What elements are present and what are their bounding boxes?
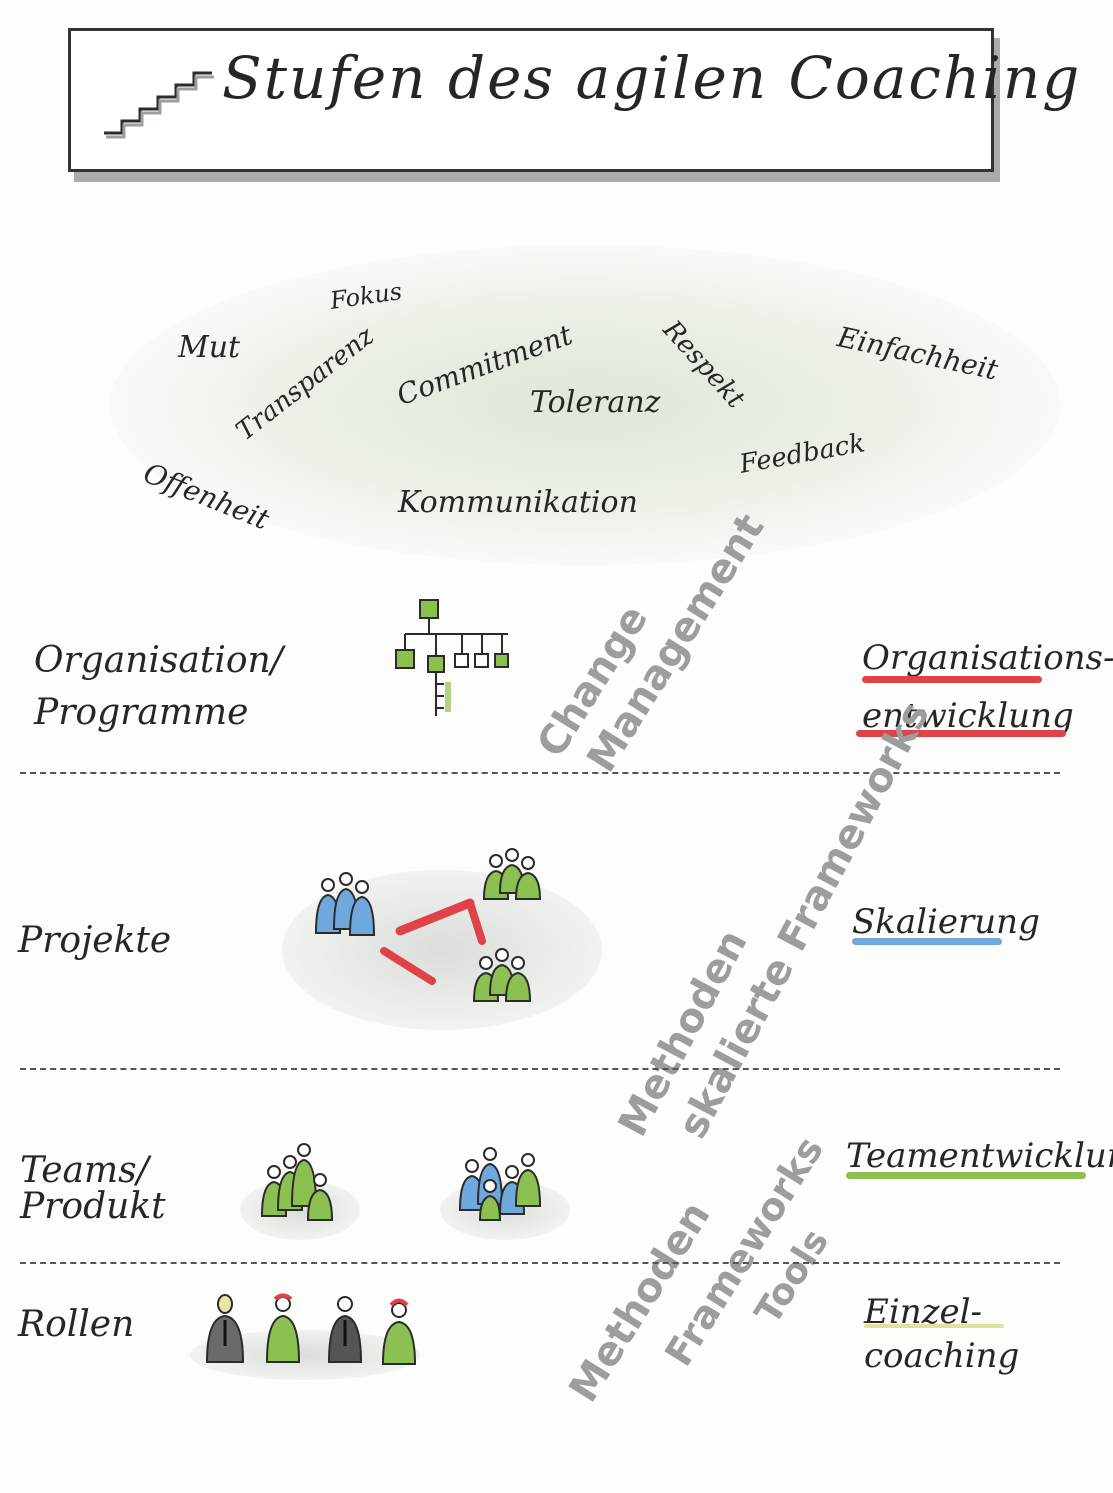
project-teams-icon xyxy=(314,848,542,1002)
goal-teams: Teamentwicklung xyxy=(846,1136,1113,1176)
green-team-top-icon xyxy=(482,848,542,900)
goal-organisation-line2: entwicklung xyxy=(862,696,1074,736)
goal-rollen-underline xyxy=(864,1324,1004,1328)
teams-icon xyxy=(260,1143,542,1221)
green-team-bottom-icon xyxy=(472,948,532,1002)
org-chart-icon xyxy=(395,599,509,716)
level-label-organisation-line1: Organisation/ xyxy=(34,640,283,681)
goal-projekte: Skalierung xyxy=(852,902,1040,942)
roles-icon xyxy=(205,1293,417,1365)
goal-organisation-underline2 xyxy=(856,730,1066,737)
page-title: Stufen des agilen Coaching xyxy=(222,44,1082,112)
level-label-organisation-line2: Programme xyxy=(34,692,249,733)
role-suit-icon xyxy=(327,1296,363,1363)
green-team-icon xyxy=(260,1143,334,1221)
value-toleranz: Toleranz xyxy=(530,385,661,420)
stairs-icon xyxy=(104,71,214,139)
goal-projekte-underline xyxy=(852,938,1002,945)
level-label-teams-line2: Produkt xyxy=(20,1186,166,1227)
level-label-teams-line1: Teams/ xyxy=(20,1150,149,1191)
title-box xyxy=(68,28,994,172)
role-green-red-hair-icon xyxy=(381,1298,417,1365)
value-kommunikation: Kommunikation xyxy=(398,485,638,520)
role-green-red-cap-icon xyxy=(265,1293,301,1363)
separator-organisation xyxy=(20,772,1060,774)
goal-organisation-underline1 xyxy=(862,676,1042,683)
separator-projekte xyxy=(20,1068,1060,1070)
level-label-projekte: Projekte xyxy=(18,920,172,961)
blue-team-icon xyxy=(314,872,376,936)
goal-organisation-line1: Organisations- xyxy=(862,638,1113,678)
value-mut: Mut xyxy=(178,330,241,365)
goal-rollen-line2: coaching xyxy=(864,1336,1020,1376)
mixed-team-icon xyxy=(458,1147,542,1221)
separator-teams xyxy=(20,1262,1060,1264)
projects-haze xyxy=(282,870,602,1030)
values-cloud xyxy=(110,245,1060,565)
goal-teams-underline xyxy=(846,1172,1086,1179)
level-label-rollen: Rollen xyxy=(18,1304,135,1345)
role-manager-icon xyxy=(205,1294,245,1363)
